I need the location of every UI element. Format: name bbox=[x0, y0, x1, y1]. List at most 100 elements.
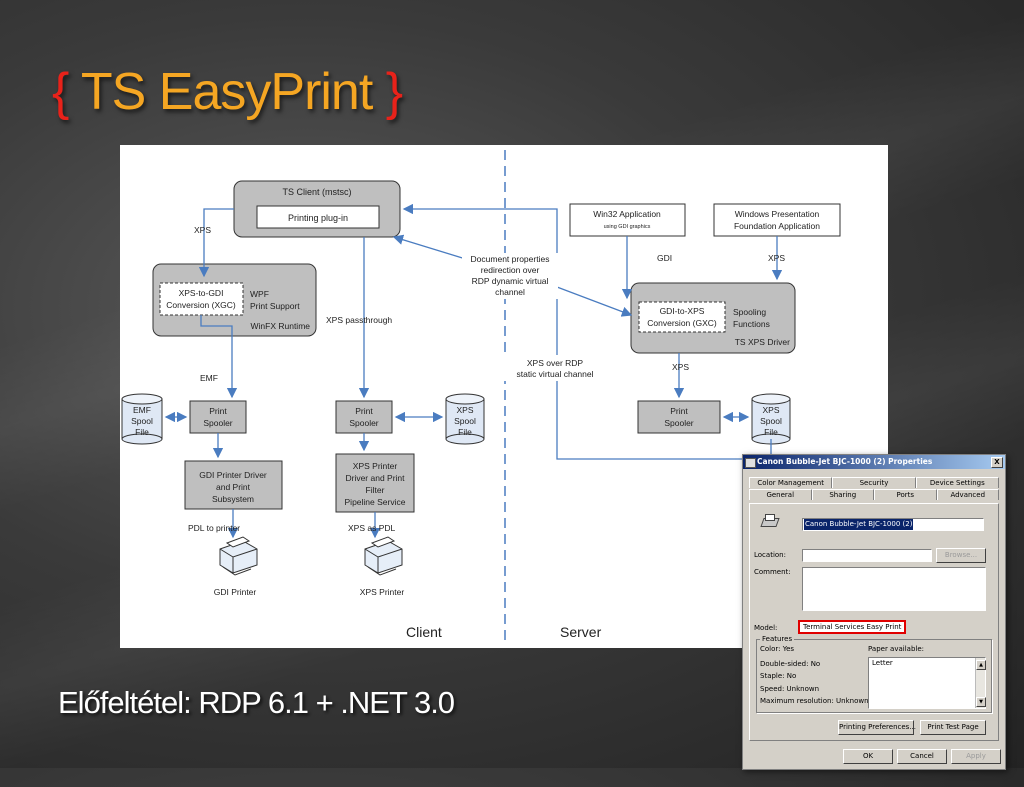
spooler-left-2: Spooler bbox=[203, 418, 232, 428]
comment-field[interactable] bbox=[802, 567, 986, 611]
spooler-right-2: Spooler bbox=[664, 418, 693, 428]
location-field[interactable] bbox=[802, 549, 932, 562]
apply-button[interactable]: Apply bbox=[951, 749, 1001, 764]
xps-to-gdi-label-2: Conversion (XGC) bbox=[166, 300, 236, 310]
svg-text:File: File bbox=[458, 427, 472, 437]
xps-spool-file-client: XPS Spool File bbox=[445, 393, 485, 445]
gdi-to-xps-label-1: GDI-to-XPS bbox=[660, 306, 705, 316]
xps-over-rdp-label: XPS over RDP static virtual channel bbox=[504, 355, 606, 381]
scroll-down-arrow-icon[interactable]: ▼ bbox=[976, 697, 986, 707]
wpf-app-label-2: Foundation Application bbox=[734, 221, 820, 231]
svg-text:XPS: XPS bbox=[456, 405, 473, 415]
pdl-to-printer-label: PDL to printer bbox=[188, 523, 240, 533]
svg-text:File: File bbox=[135, 427, 149, 437]
svg-text:Spool: Spool bbox=[760, 416, 782, 426]
server-label: Server bbox=[560, 624, 602, 640]
xps-mid-right-label: XPS bbox=[672, 362, 689, 372]
paper-item[interactable]: Letter bbox=[872, 659, 893, 667]
spooler-right-1: Print bbox=[670, 406, 688, 416]
svg-text:GDI Printer Driver: GDI Printer Driver bbox=[199, 470, 267, 480]
svg-text:Document properties: Document properties bbox=[471, 254, 550, 264]
location-label: Location: bbox=[754, 551, 786, 559]
printing-preferences-button[interactable]: Printing Preferences... bbox=[838, 720, 916, 735]
xps-spool-file-server: XPS Spool File bbox=[751, 393, 791, 445]
svg-text:Filter: Filter bbox=[366, 485, 385, 495]
svg-text:redirection over: redirection over bbox=[481, 265, 540, 275]
paper-list[interactable]: Letter ▲ ▼ bbox=[868, 657, 986, 709]
gdi-to-xps-label-2: Conversion (GXC) bbox=[647, 318, 717, 328]
emf-spool-file: EMF Spool File bbox=[121, 393, 163, 445]
xps-passthrough-label: XPS passthrough bbox=[326, 315, 392, 325]
spooler-left-1: Print bbox=[209, 406, 227, 416]
diagram-canvas: TS Client (mstsc) Printing plug-in XPS-t… bbox=[121, 150, 841, 645]
title-text: TS EasyPrint bbox=[68, 63, 386, 121]
slide-subtitle: Előfeltétel: RDP 6.1 + .NET 3.0 bbox=[58, 685, 455, 720]
svg-text:channel: channel bbox=[495, 287, 525, 297]
xps-left-label: XPS bbox=[194, 225, 211, 235]
print-spooler-mid bbox=[335, 400, 393, 434]
ts-xps-driver-label: TS XPS Driver bbox=[735, 337, 790, 347]
paper-list-scrollbar[interactable]: ▲ ▼ bbox=[975, 658, 986, 708]
dialog-titlebar: Canon Bubble-Jet BJC-1000 (2) Properties… bbox=[743, 455, 1005, 469]
svg-text:XPS over RDP: XPS over RDP bbox=[527, 358, 584, 368]
svg-text:Spool: Spool bbox=[454, 416, 476, 426]
slide-title: { TS EasyPrint } bbox=[52, 62, 403, 122]
cancel-button[interactable]: Cancel bbox=[897, 749, 947, 764]
print-test-page-button[interactable]: Print Test Page bbox=[920, 720, 986, 735]
browse-button[interactable]: Browse... bbox=[936, 548, 986, 563]
printing-plugin-box bbox=[256, 205, 380, 229]
comment-label: Comment: bbox=[754, 568, 791, 576]
win32-app-box bbox=[569, 203, 686, 237]
svg-text:and Print: and Print bbox=[216, 482, 251, 492]
printer-properties-dialog: Canon Bubble-Jet BJC-1000 (2) Properties… bbox=[742, 454, 1006, 770]
printer-large-icon bbox=[760, 514, 780, 528]
model-label: Model: bbox=[754, 624, 778, 632]
win32-app-label-1: Win32 Application bbox=[593, 209, 661, 219]
svg-text:static virtual channel: static virtual channel bbox=[516, 369, 593, 379]
close-button[interactable]: X bbox=[991, 457, 1003, 468]
spooler-mid-1: Print bbox=[355, 406, 373, 416]
svg-text:Pipeline Service: Pipeline Service bbox=[345, 497, 406, 507]
tab-ports[interactable]: Ports bbox=[874, 489, 937, 500]
emf-label: EMF bbox=[200, 373, 218, 383]
wpf-app-label-1: Windows Presentation bbox=[735, 209, 820, 219]
title-open-brace: { bbox=[52, 63, 69, 121]
tab-security[interactable]: Security bbox=[832, 477, 916, 488]
ok-button[interactable]: OK bbox=[843, 749, 893, 764]
print-spooler-right bbox=[637, 400, 721, 434]
dialog-title: Canon Bubble-Jet BJC-1000 (2) Properties bbox=[757, 457, 933, 466]
printer-icon bbox=[745, 458, 756, 468]
gdi-printer-driver-box bbox=[184, 460, 283, 510]
xps-to-gdi-box bbox=[159, 282, 244, 316]
gdi-flow-label: GDI bbox=[657, 253, 672, 263]
tab-color-management[interactable]: Color Management bbox=[749, 477, 833, 488]
features-group bbox=[756, 639, 992, 713]
printing-plugin-label: Printing plug-in bbox=[288, 213, 348, 223]
svg-text:Spool: Spool bbox=[131, 416, 153, 426]
tab-sharing[interactable]: Sharing bbox=[811, 489, 874, 500]
feature-staple: Staple: No bbox=[760, 672, 797, 680]
spooling-label-2: Functions bbox=[733, 319, 770, 329]
wpf-label-1: WPF bbox=[250, 289, 269, 299]
tab-device-settings[interactable]: Device Settings bbox=[915, 477, 999, 488]
xps-to-gdi-label-1: XPS-to-GDI bbox=[179, 288, 224, 298]
tab-row-front: General Sharing Ports Advanced bbox=[749, 489, 999, 500]
printer-name-field[interactable]: Canon Bubble-Jet BJC-1000 (2) bbox=[802, 518, 984, 531]
print-spooler-left bbox=[189, 400, 247, 434]
svg-text:EMF: EMF bbox=[133, 405, 151, 415]
ts-client-label: TS Client (mstsc) bbox=[282, 187, 351, 197]
doc-props-label: Document properties redirection over RDP… bbox=[462, 253, 558, 299]
scroll-up-arrow-icon[interactable]: ▲ bbox=[976, 660, 986, 670]
feature-double-sided: Double-sided: No bbox=[760, 660, 821, 668]
svg-text:Subsystem: Subsystem bbox=[212, 494, 254, 504]
svg-text:RDP dynamic virtual: RDP dynamic virtual bbox=[472, 276, 549, 286]
spooler-mid-2: Spooler bbox=[349, 418, 378, 428]
wpf-label-2: Print Support bbox=[250, 301, 300, 311]
general-panel: Canon Bubble-Jet BJC-1000 (2) Location: … bbox=[749, 503, 999, 741]
tab-general[interactable]: General bbox=[749, 489, 812, 500]
spooling-label-1: Spooling bbox=[733, 307, 766, 317]
tab-advanced[interactable]: Advanced bbox=[936, 489, 999, 500]
xps-flow-label-right: XPS bbox=[768, 253, 785, 263]
svg-text:XPS Printer: XPS Printer bbox=[353, 461, 398, 471]
feature-color: Color: Yes bbox=[760, 645, 795, 653]
